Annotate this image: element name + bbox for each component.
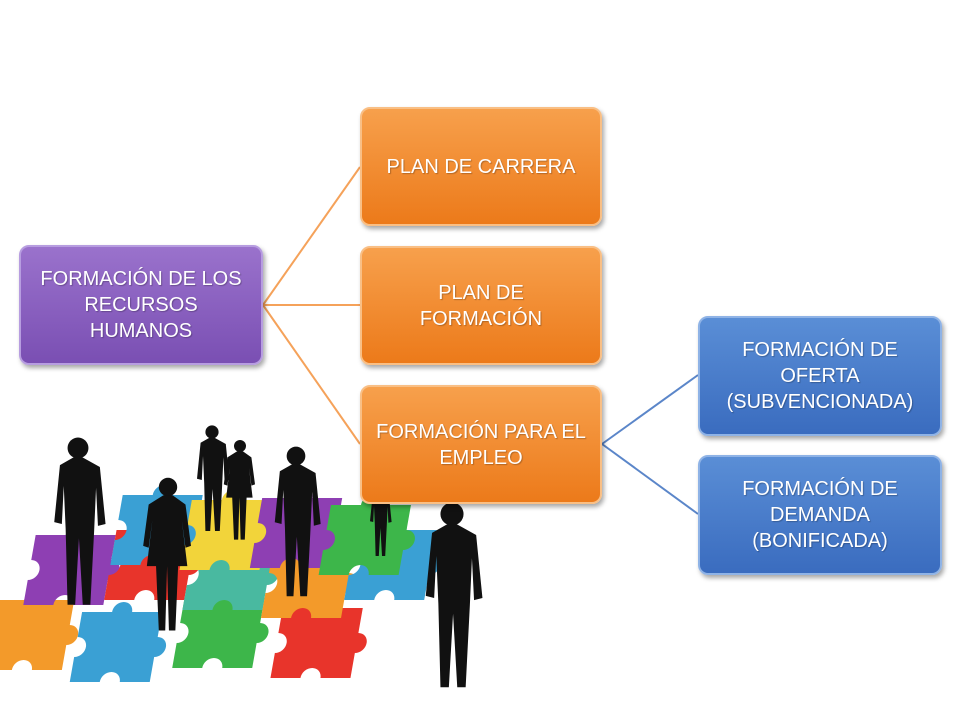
- node-label: PLAN DE FORMACIÓN: [419, 281, 543, 330]
- node-formacion-recursos-humanos: FORMACIÓN DE LOS RECURSOS HUMANOS: [19, 245, 263, 365]
- node-label: FORMACIÓN PARA EL EMPLEO: [376, 420, 586, 469]
- connector-empleo-demanda: [601, 443, 699, 515]
- node-label: PLAN DE CARRERA: [386, 155, 576, 178]
- node-formacion-de-demanda: FORMACIÓN DE DEMANDA (BONIFICADA): [698, 455, 942, 575]
- node-plan-de-carrera: PLAN DE CARRERA: [360, 107, 602, 226]
- connector-root-plan-carrera: [262, 166, 361, 306]
- connector-empleo-oferta: [601, 374, 699, 445]
- node-label: FORMACIÓN DE DEMANDA (BONIFICADA): [742, 478, 898, 552]
- node-formacion-de-oferta: FORMACIÓN DE OFERTA (SUBVENCIONADA): [698, 316, 942, 436]
- connector-root-formacion-empleo: [262, 304, 361, 445]
- node-label: FORMACIÓN DE LOS RECURSOS HUMANOS: [40, 268, 242, 342]
- node-label: FORMACIÓN DE OFERTA (SUBVENCIONADA): [726, 339, 914, 413]
- empleo-connectors: [601, 374, 699, 515]
- node-formacion-para-el-empleo: FORMACIÓN PARA EL EMPLEO: [360, 385, 602, 504]
- node-plan-de-formacion: PLAN DE FORMACIÓN: [360, 246, 602, 365]
- root-connectors: [262, 166, 361, 445]
